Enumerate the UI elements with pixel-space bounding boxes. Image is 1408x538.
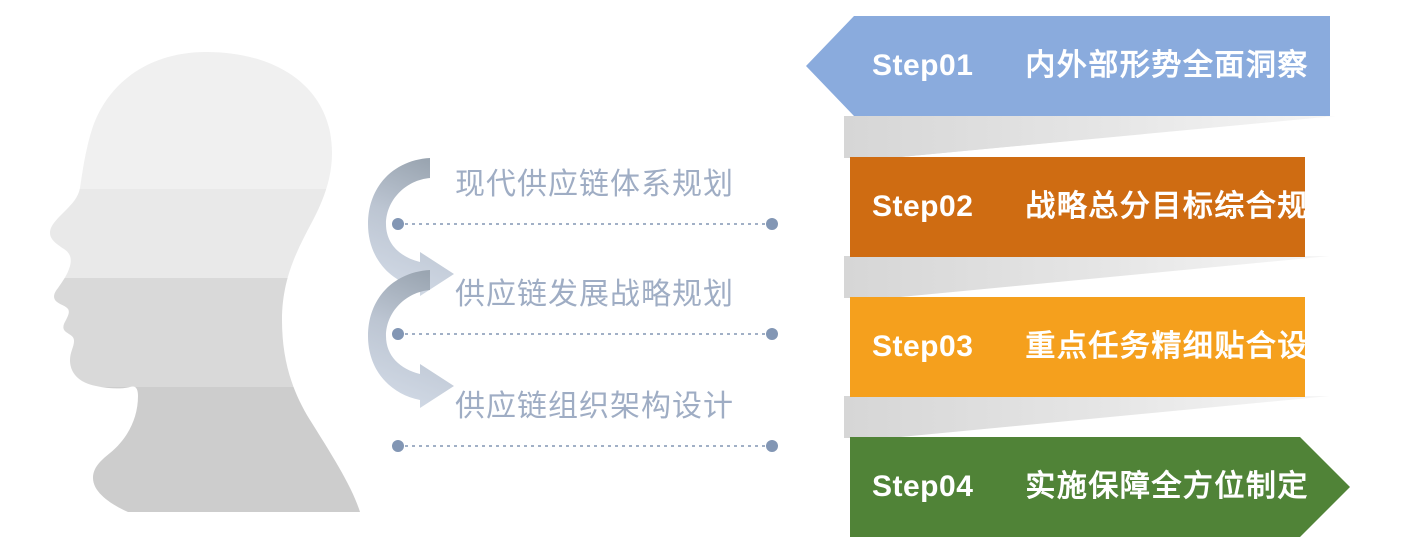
step-shape-rectangle [850, 297, 1305, 397]
step-shape-rectangle [850, 157, 1305, 257]
curved-flow-arrow-2 [368, 270, 454, 408]
step-banner-1[interactable]: Step01 内外部形势全面洞察 [806, 16, 1330, 116]
dotted-connector-2 [392, 328, 778, 340]
step-banner-3[interactable]: Step03 重点任务精细贴合设计 [850, 297, 1339, 397]
stage-label-row-3: 供应链组织架构设计 [455, 384, 785, 430]
step-shadow-band-3 [844, 396, 1330, 438]
stage-label-row-1: 现代供应链体系规划 [455, 162, 785, 208]
step-banner-2[interactable]: Step02 战略总分目标综合规划 [850, 157, 1339, 257]
stage-label-row-2: 供应链发展战略规划 [455, 272, 785, 318]
stage-label-text: 现代供应链体系规划 [455, 168, 734, 201]
step-shape-arrow-right [850, 437, 1350, 537]
step-shadow-band-1 [844, 116, 1336, 158]
step-banner-4[interactable]: Step04 实施保障全方位制定 [850, 437, 1350, 537]
curved-flow-arrow-1 [368, 158, 454, 296]
dotted-connector-3 [392, 440, 778, 452]
stage-label-text: 供应链发展战略规划 [455, 278, 734, 311]
dotted-connector-1 [392, 218, 778, 230]
step-shadow-band-2 [844, 256, 1330, 298]
step-shape-notched [806, 16, 1330, 116]
stage-label-text: 供应链组织架构设计 [455, 390, 734, 423]
head-silhouette-illustration [50, 52, 360, 512]
